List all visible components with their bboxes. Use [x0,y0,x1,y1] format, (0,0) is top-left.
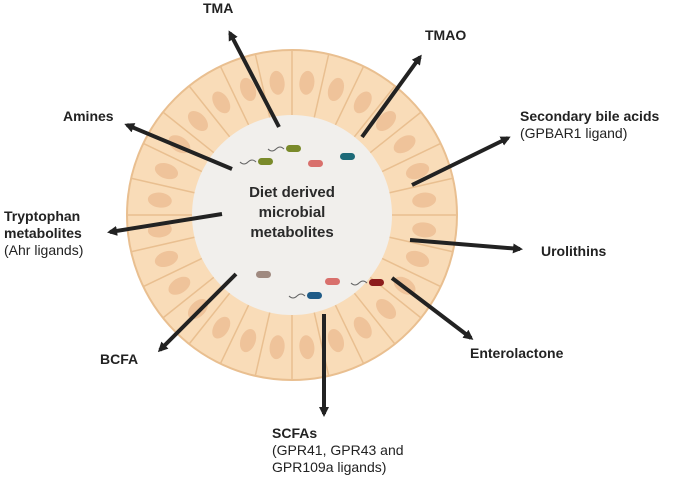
label-tmao-text: TMAO [425,27,467,43]
label-amines-text: Amines [63,108,114,124]
cell-nucleus [269,335,285,360]
cell-nucleus [376,110,397,131]
bacterium-icon [325,278,340,285]
cell-nucleus [187,110,208,131]
cell-nucleus [327,77,345,102]
label-amines: Amines [63,108,114,125]
cell-nucleus [412,222,437,238]
arrow-bcfa [157,272,238,353]
cell-border [219,66,250,126]
arrow-amines [124,123,233,171]
label-secondary-bile-acids: Secondary bile acids (GPBAR1 ligand) [520,108,659,142]
center-title: Diet derived microbial metabolites [232,183,352,243]
cell-border [143,142,203,173]
cell-nucleus [154,162,179,180]
arrow-tma [228,30,281,128]
arrow-secondary-bile-acids [411,136,511,187]
cell-border [313,312,330,377]
cell-border [313,53,330,118]
cell-nucleus [239,328,257,353]
label-tryptophan-line-2: metabolites [4,225,82,241]
label-tma: TMA [203,0,233,17]
cell-nucleus [147,192,172,208]
label-urolithins: Urolithins [541,243,606,260]
cell-border [369,111,422,154]
cell-nucleus [187,299,208,320]
cell-nucleus [168,276,191,295]
bacterium-icon [267,145,301,152]
cell-border [334,66,365,126]
cell-nucleus [412,192,437,208]
cell-nucleus [376,299,397,320]
cell-nucleus [212,91,231,114]
label-scfas-text: SCFAs [272,425,318,441]
cell-border [188,85,231,138]
label-tmao: TMAO [425,27,466,44]
label-bcfa-text: BCFA [100,351,139,367]
bacterium-icon [350,279,384,286]
cell-border [381,142,441,173]
cell-nucleus [269,70,285,95]
cell-border [353,85,396,138]
bacterium-icon [340,153,355,160]
cell-border [254,312,271,377]
cell-nucleus [405,162,430,180]
arrow-tryptophan-metabolites [107,212,223,236]
label-enterolactone: Enterolactone [470,345,563,362]
label-secondary-bile-acids-sub: (GPBAR1 ligand) [520,125,628,141]
cell-border [353,292,396,345]
cell-border [389,236,454,253]
intestinal-lumen [192,115,392,315]
cell-nucleus [353,91,372,114]
center-title-line-2: microbial [258,204,326,221]
cell-border [219,304,250,364]
label-urolithins-text: Urolithins [541,243,607,259]
center-title-line-1: Diet derived [249,184,335,201]
arrow-enterolactone [390,276,474,340]
label-secondary-bile-acids-text: Secondary bile acids [520,108,660,124]
label-scfas-sub-2: GPR109a ligands) [272,459,387,475]
cell-nucleus [393,135,416,154]
cell-nucleus [154,250,179,268]
cell-border [188,292,231,345]
label-scfas: SCFAs (GPR41, GPR43 and GPR109a ligands) [272,425,404,476]
cell-border [162,276,215,319]
cell-border [143,257,203,288]
cell-border [334,304,365,364]
cell-nucleus [405,250,430,268]
arrow-urolithins [409,238,523,254]
label-tryptophan-line-1: Tryptophan [4,208,81,224]
cell-nucleus [327,328,345,353]
cell-nucleus [353,316,372,339]
label-tryptophan-metabolites: Tryptophan metabolites (Ahr ligands) [4,208,83,259]
cell-border [130,177,195,194]
cell-nucleus [239,77,257,102]
bacteria-group [239,145,384,299]
cell-border [381,257,441,288]
label-enterolactone-text: Enterolactone [470,345,564,361]
bacterium-icon [308,160,323,167]
bacterium-icon [256,271,271,278]
bacterium-icon [239,158,273,165]
cell-nucleus [299,70,315,95]
label-scfas-sub-1: (GPR41, GPR43 and [272,442,404,458]
bacterium-icon [288,292,322,299]
label-tma-text: TMA [203,0,234,16]
cell-border [130,236,195,253]
arrow-group [107,30,523,417]
center-title-line-3: metabolites [250,224,334,241]
arrow-tmao [360,54,422,139]
label-bcfa: BCFA [100,351,138,368]
cell-nucleus [212,316,231,339]
cell-nucleus [299,335,315,360]
label-tryptophan-sub: (Ahr ligands) [4,242,84,258]
cell-border [162,111,215,154]
cell-border [389,177,454,194]
